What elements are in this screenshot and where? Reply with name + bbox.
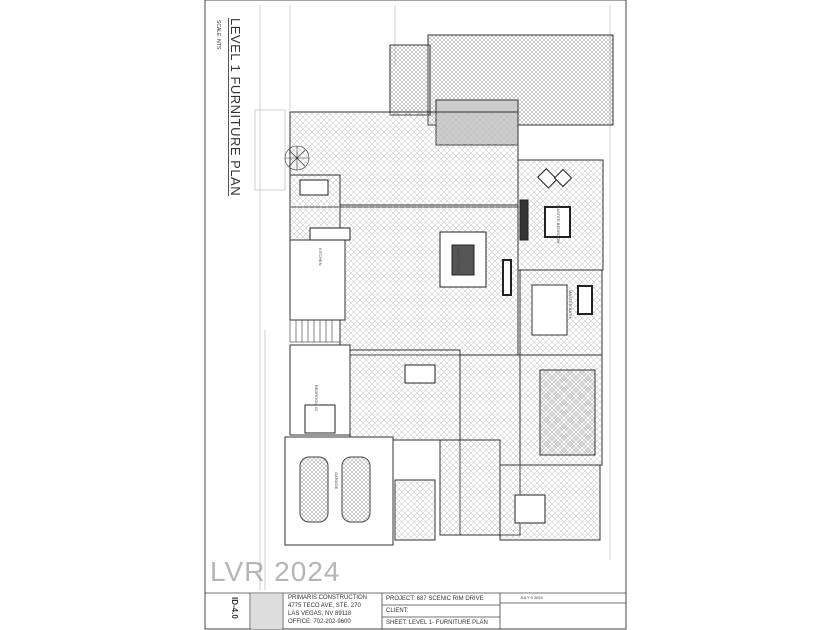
sheet-id: ID-4.0 [230,597,239,619]
family-room-area [339,204,519,356]
room-label-family: FAMILY ROOM [456,248,461,276]
room-label-master-bedroom: MASTER BEDROOM [556,205,561,244]
sheet-field: SHEET: LEVEL 1- FURNITURE PLAN [386,620,488,626]
project-field: PROJECT: 687 SCENIC RIM DRIVE [386,596,484,602]
room-label-bedroom2: BEDROOM #2 [314,385,319,412]
car [341,456,371,523]
page-title: LEVEL 1 FURNITURE PLAN [228,18,243,197]
scale-note: SCALE: NTS [215,20,221,50]
drawing-date: JULY 9 2024 [520,595,543,600]
sheet-border [204,0,627,630]
room-label-garage: GARAGE [334,472,339,490]
car [299,456,329,523]
watermark: LVR 2024 [210,556,341,587]
company-office: OFFICE: 702-202-9600 [288,619,351,625]
room-label-kitchen: KITCHEN [318,248,323,266]
client-field: CLIENT: [386,608,409,614]
company-address-1: 4775 TECO AVE, STE. 270 [288,603,361,609]
company-name: PRIMARIS CONSTRUCTION [288,595,368,601]
room-label-master-bath: MASTER BATH [568,290,573,319]
company-logo [251,594,282,629]
company-address-2: LAS VEGAS, NV 89118 [288,611,352,617]
